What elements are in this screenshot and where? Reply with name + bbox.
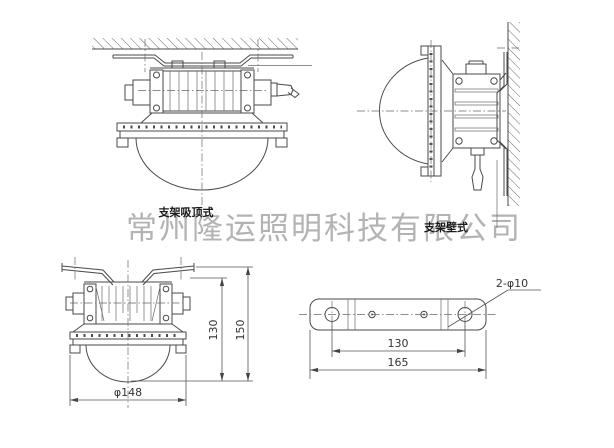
- view-front-dimensioned: 130 150 φ148: [61, 257, 253, 408]
- dimension-plate-length: 165: [309, 330, 487, 379]
- bolt-icon: [162, 285, 170, 293]
- cable-gland: [270, 82, 300, 99]
- side-box-left: [72, 292, 85, 315]
- bolt-icon: [455, 137, 463, 145]
- wall-hatch: [508, 22, 520, 206]
- lamp-body-ceiling: [124, 60, 300, 124]
- heat-sink-fins: [101, 286, 152, 321]
- dimension-diameter: φ148: [69, 355, 187, 406]
- holes-callout: 2-φ10: [447, 277, 541, 328]
- company-watermark: 常州隆运照明科技有限公司: [126, 211, 522, 247]
- holes-note: 2-φ10: [496, 277, 528, 290]
- view-mounting-plate: 2-φ10 130 165: [299, 277, 541, 379]
- ceiling-mount-label: 支架吸顶式: [158, 205, 214, 219]
- heat-sink-fins: [169, 71, 234, 111]
- wall-mount-label: 支架壁式: [423, 220, 468, 234]
- cable-gland-down: [470, 147, 485, 191]
- side-box-right: [253, 79, 272, 106]
- bolt-icon: [162, 314, 170, 322]
- dim-glass-diameter: φ148: [114, 386, 142, 399]
- bolt-icon: [86, 314, 94, 322]
- bracket-arms: [61, 257, 195, 286]
- bolt-icon: [86, 285, 94, 293]
- ceiling-bracket: [112, 39, 312, 72]
- bolt-icon: [244, 71, 251, 79]
- dim-overall-height: 150: [234, 320, 247, 341]
- side-box-left: [132, 79, 151, 106]
- bolt-icon: [244, 104, 251, 112]
- view-ceiling-mount: 支架吸顶式: [92, 38, 312, 219]
- bolt-icon: [153, 104, 160, 112]
- ceiling-hatch: [92, 38, 298, 49]
- dim-hole-spacing: 130: [388, 337, 409, 350]
- heat-sink-ribs: [454, 88, 499, 132]
- dim-plate-length: 165: [388, 356, 409, 369]
- dim-body-height: 130: [207, 320, 220, 341]
- bolt-icon: [153, 71, 160, 79]
- side-knob-right: [182, 296, 191, 311]
- bolt-icon: [490, 137, 498, 145]
- side-knob-left: [124, 84, 134, 101]
- dimension-heights: 130 150: [131, 266, 253, 382]
- side-box-right: [171, 292, 184, 315]
- side-knob-left: [65, 296, 74, 311]
- bolt-icon: [490, 77, 498, 85]
- dimension-hole-spacing: 130: [331, 322, 466, 357]
- view-wall-mount: 支架壁式: [357, 22, 520, 234]
- top-cap: [465, 63, 487, 75]
- bolt-icon: [455, 77, 463, 85]
